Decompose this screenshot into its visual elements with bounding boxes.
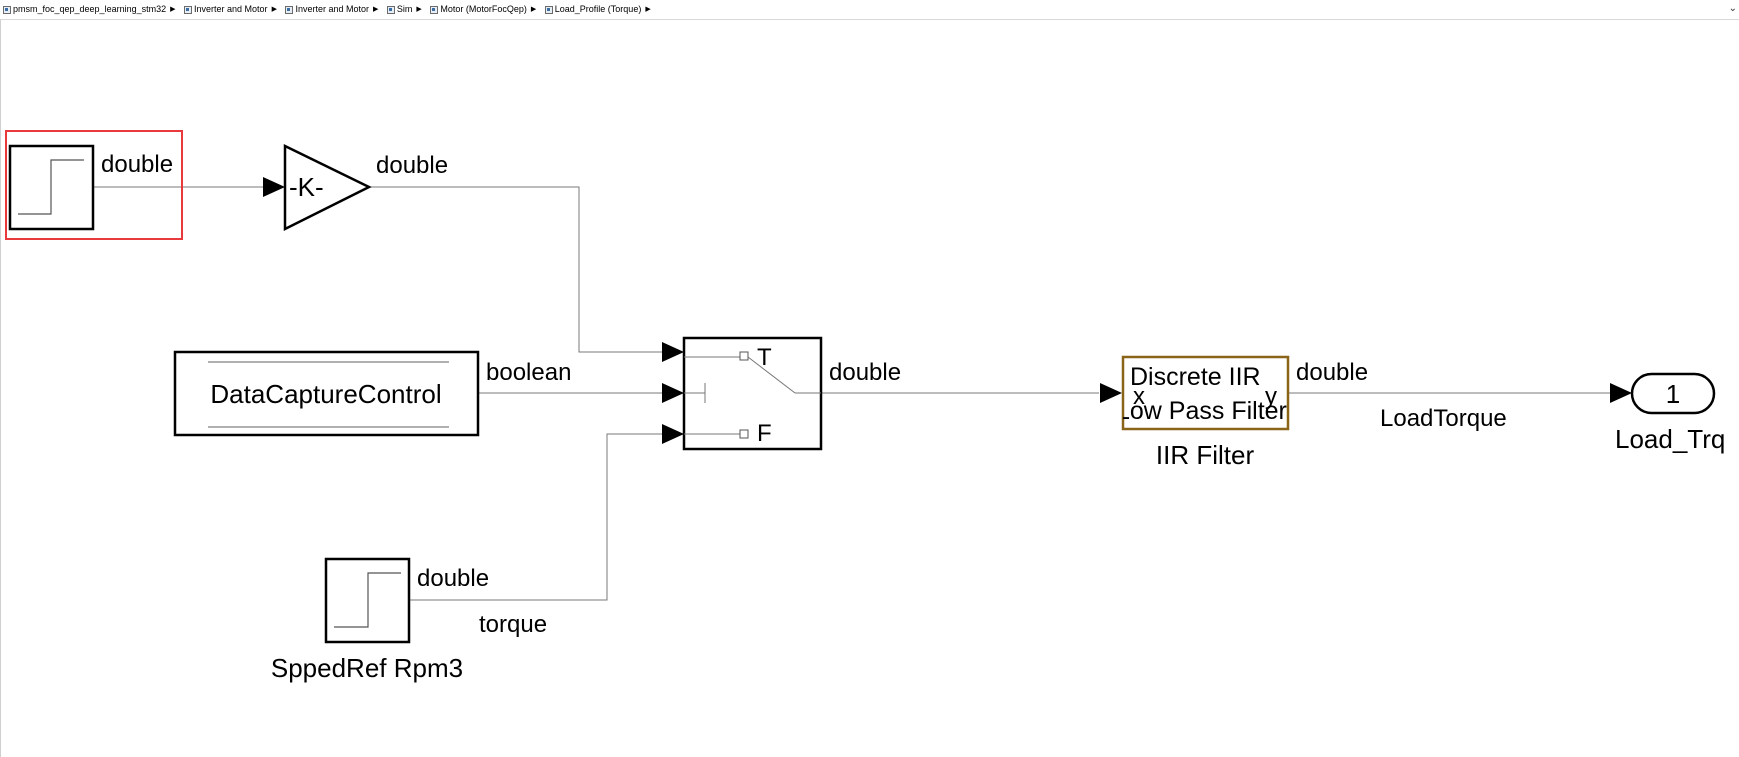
speed-ref-signal-name: torque: [479, 611, 547, 638]
breadcrumb-label: Motor (MotorFocQep): [440, 4, 527, 14]
outport-number: 1: [1666, 379, 1680, 409]
breadcrumb-item-inverter-and-motor-inner[interactable]: Inverter and Motor ▶: [282, 0, 381, 19]
chevron-down-icon[interactable]: ⌄: [1728, 3, 1737, 14]
outport-input-arrow: [1610, 383, 1632, 403]
step-icon: [334, 572, 401, 628]
breadcrumb-label: Load_Profile (Torque): [554, 4, 642, 14]
iir-input-arrow: [1100, 383, 1122, 403]
breadcrumb-item-inverter-and-motor[interactable]: Inverter and Motor ▶: [181, 0, 280, 19]
breadcrumb-item-model[interactable]: pmsm_foc_qep_deep_learning_stm32 ▶: [0, 0, 179, 19]
signal-gain-to-switch[interactable]: [369, 186, 664, 353]
model-icon: [3, 5, 11, 14]
breadcrumb-label: Inverter and Motor: [295, 4, 370, 14]
data-capture-control-block[interactable]: DataCaptureControl: [173, 350, 480, 437]
subsystem-icon: [184, 5, 193, 14]
subsystem-icon: [386, 5, 395, 14]
subsystem-icon: [285, 5, 294, 14]
signal-lines: [93, 186, 1611, 601]
chevron-right-icon: ▶: [170, 6, 176, 13]
breadcrumb-item-load-profile[interactable]: Load_Profile (Torque) ▶: [542, 0, 654, 19]
chevron-right-icon: ▶: [373, 6, 379, 13]
chevron-right-icon: ▶: [271, 6, 277, 13]
iir-block-name: IIR Filter: [1156, 440, 1255, 470]
speed-ref-signal-type: double: [417, 565, 489, 592]
switch-false-port: F: [757, 420, 772, 447]
step-signal-type: double: [101, 151, 173, 178]
chevron-right-icon: ▶: [645, 6, 651, 13]
outport-name: Load_Trq: [1615, 424, 1725, 454]
iir-line1: Discrete IIR: [1130, 363, 1261, 391]
gain-label: -K-: [289, 172, 324, 202]
subsystem-icon: [544, 5, 553, 14]
data-capture-signal-type: boolean: [486, 359, 571, 386]
switch-input1-arrow: [662, 342, 684, 362]
breadcrumb-item-motor[interactable]: Motor (MotorFocQep) ▶: [427, 0, 539, 19]
model-reference-icon: [430, 5, 439, 14]
iir-output-port: y: [1265, 383, 1277, 410]
breadcrumb: pmsm_foc_qep_deep_learning_stm32 ▶ Inver…: [0, 0, 1739, 20]
iir-signal-name: LoadTorque: [1380, 405, 1507, 432]
data-capture-label: DataCaptureControl: [210, 379, 441, 409]
gain-input-arrow: [263, 177, 285, 197]
outport-block[interactable]: 1: [1630, 372, 1716, 415]
speed-ref-step-block[interactable]: [324, 557, 411, 644]
switch-true-port: T: [757, 344, 772, 371]
iir-filter-block[interactable]: Discrete IIR Low Pass Filter x y: [1116, 355, 1290, 431]
switch-signal-type: double: [829, 359, 901, 386]
switch-block[interactable]: T F: [682, 336, 823, 451]
breadcrumb-label: Inverter and Motor: [194, 4, 268, 14]
gain-signal-type: double: [376, 152, 448, 179]
signal-speedref-to-switch[interactable]: [410, 433, 664, 601]
port-arrowheads: [263, 177, 1632, 444]
breadcrumb-label: Sim: [396, 4, 413, 14]
gain-block[interactable]: -K-: [283, 143, 372, 232]
canvas-left-border: [0, 19, 1, 757]
iir-line2: Low Pass Filter: [1116, 397, 1287, 425]
speed-ref-block-name: SppedRef Rpm3: [271, 653, 463, 683]
selection-highlight: [5, 130, 183, 240]
switch-input2-arrow: [662, 383, 684, 403]
switch-input3-arrow: [662, 424, 684, 444]
chevron-right-icon: ▶: [416, 6, 422, 13]
breadcrumb-item-sim[interactable]: Sim ▶: [384, 0, 425, 19]
breadcrumb-label: pmsm_foc_qep_deep_learning_stm32: [13, 4, 167, 14]
step-icon: [18, 159, 84, 215]
iir-input-port: x: [1133, 383, 1145, 410]
iir-signal-type: double: [1296, 359, 1368, 386]
step-block[interactable]: [5, 130, 183, 240]
chevron-right-icon: ▶: [530, 6, 537, 13]
